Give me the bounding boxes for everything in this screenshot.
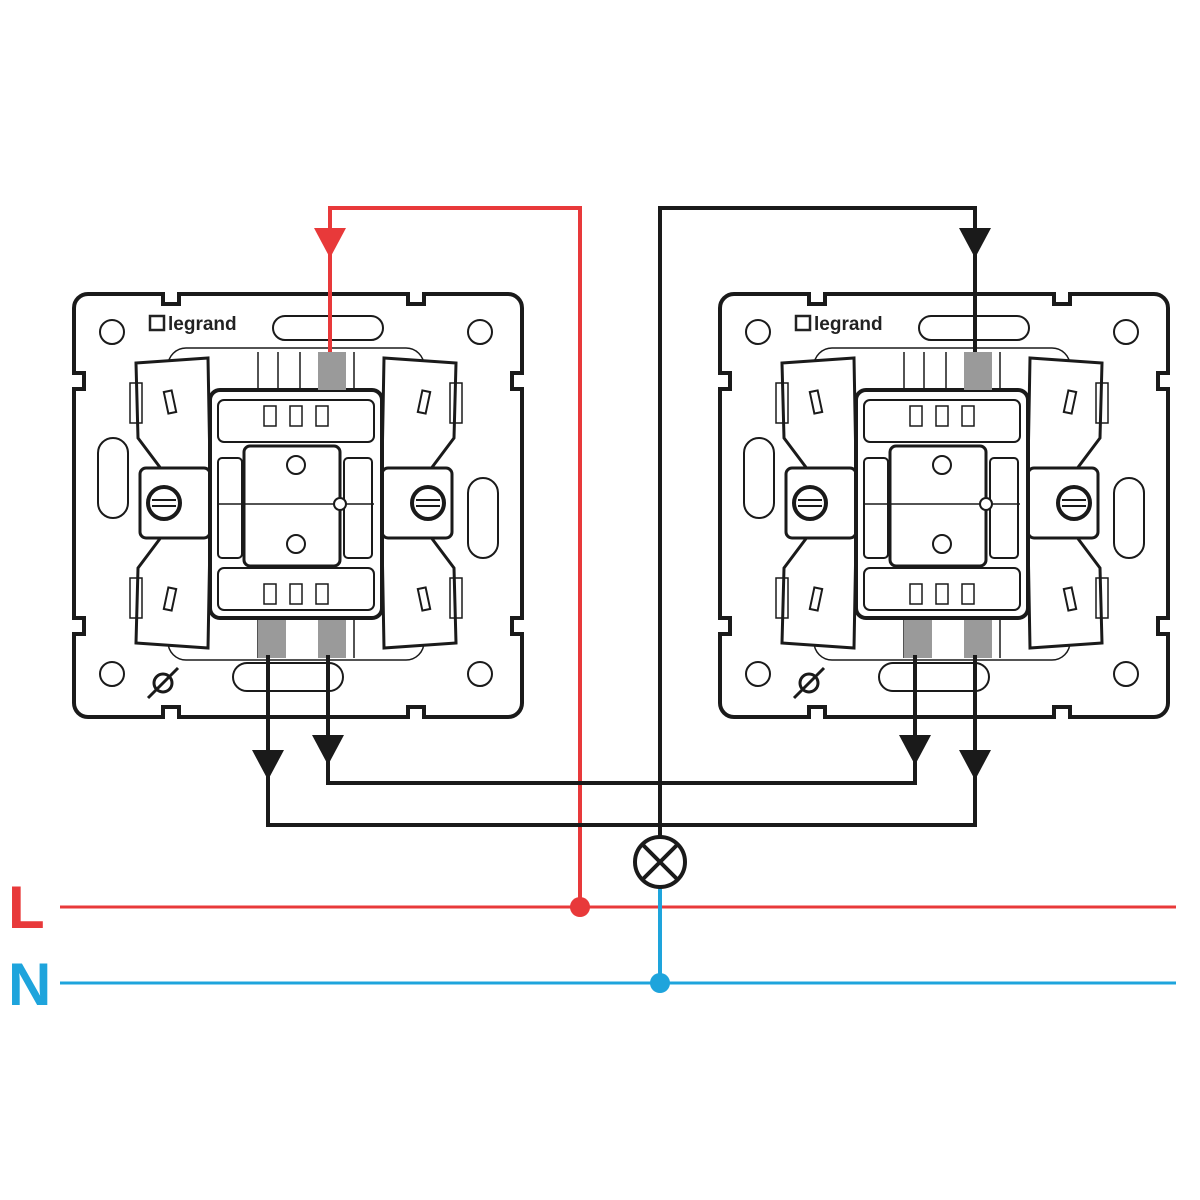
lamp-icon — [633, 835, 687, 889]
arrow-down-icon — [899, 735, 931, 765]
neutral-label: N — [8, 951, 51, 1018]
legrand-logo-icon — [148, 314, 166, 332]
right-switch: legrand — [718, 292, 1170, 719]
traveller-wire-2 — [326, 655, 917, 785]
arrow-down-icon — [959, 228, 991, 258]
arrow-down-icon — [312, 735, 344, 765]
arrow-down-icon — [252, 750, 284, 780]
arrow-down-icon — [314, 228, 346, 258]
legrand-logo-icon — [794, 314, 812, 332]
neutral-junction-dot — [650, 973, 670, 993]
left-switch: legrand — [72, 292, 524, 719]
arrow-down-icon — [959, 750, 991, 780]
brand-logo: legrand — [814, 314, 883, 335]
brand-logo: legrand — [168, 314, 237, 335]
line-label: L — [8, 874, 45, 941]
live-feed-wire — [328, 206, 582, 907]
live-junction-dot — [570, 897, 590, 917]
traveller-wire-1 — [266, 655, 977, 827]
lamp-feed-wire — [658, 206, 977, 838]
